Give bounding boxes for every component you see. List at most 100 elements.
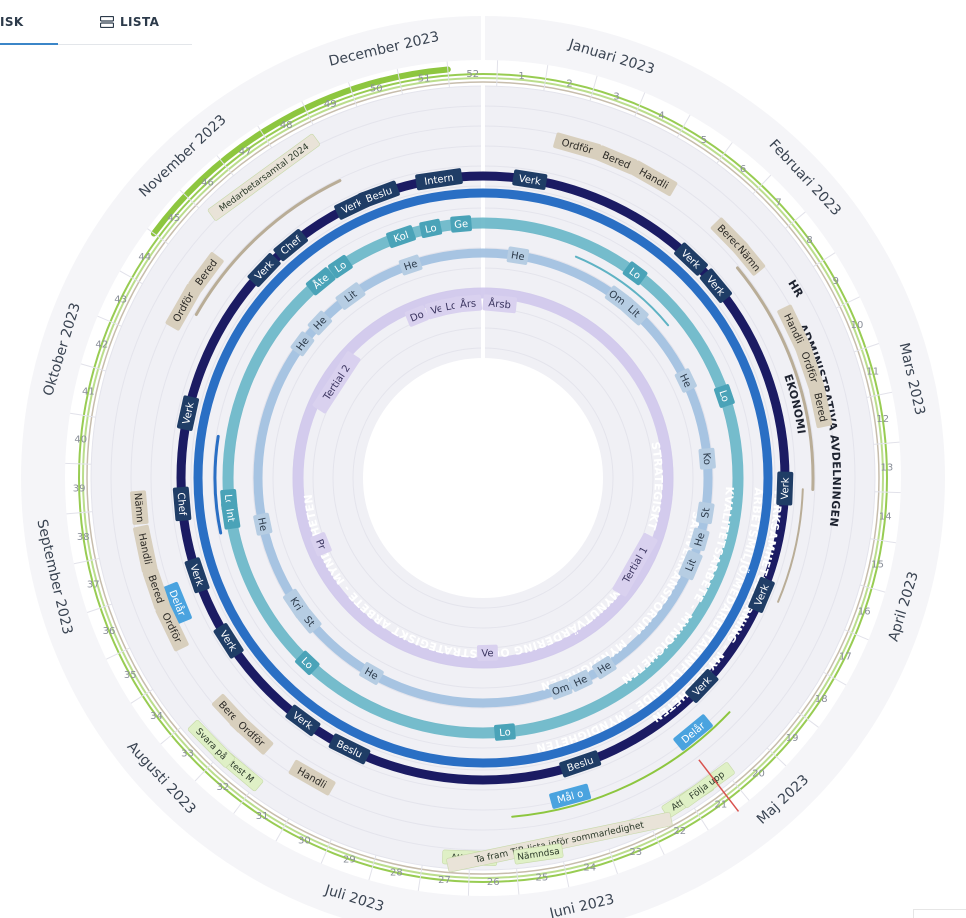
wheel-event[interactable]: Åte [305, 266, 336, 296]
week-number: 22 [673, 826, 686, 837]
wheel-event[interactable]: Mål o [549, 783, 592, 809]
event-pill [283, 588, 310, 619]
week-tick [823, 671, 847, 686]
event-pill [328, 254, 353, 279]
week-number: 42 [95, 339, 108, 350]
wheel-event[interactable]: Ge [450, 215, 472, 233]
wheel-event[interactable]: Ko [698, 447, 716, 470]
week-tick [320, 839, 332, 864]
wheel-events[interactable]: OrdförBeredHandliBeredNämnHandliOrdförBe… [130, 132, 833, 809]
event-label: Lo [716, 389, 730, 403]
wheel-event[interactable]: Lit [678, 549, 703, 581]
event-pill [619, 296, 649, 326]
wheel-event[interactable]: Nämn [130, 490, 149, 525]
week-number: 38 [77, 532, 90, 543]
event-pill [494, 723, 516, 741]
activity-ring [222, 217, 744, 739]
tab-list[interactable]: LISTA [58, 0, 159, 43]
event-label: He [255, 517, 269, 533]
event-pill [328, 733, 371, 765]
wheel-event[interactable]: He [568, 669, 594, 692]
wheel-event[interactable]: Lit [335, 282, 366, 311]
wheel-event[interactable]: Verk [176, 395, 200, 431]
week-number: 16 [858, 607, 871, 618]
event-label: Lo [424, 223, 438, 236]
week-number: 17 [839, 652, 852, 663]
wheel-event[interactable]: St [696, 501, 715, 525]
wheel-event[interactable]: Chef [172, 486, 192, 522]
week-number: 43 [114, 294, 127, 305]
view-tabs: ISK LISTA [0, 0, 192, 45]
week-number: 36 [103, 626, 116, 637]
week-tick [66, 511, 93, 515]
wheel-event[interactable]: Verk [184, 557, 210, 594]
wheel-event[interactable]: Årsb [482, 294, 518, 314]
wheel-event[interactable]: Verk [748, 576, 776, 613]
event-pill [622, 261, 648, 286]
outer-event-pill [513, 843, 564, 865]
activity-rings [78, 66, 888, 883]
event-pill [549, 783, 592, 809]
tab-list-label: LISTA [120, 14, 160, 29]
week-tick [160, 727, 182, 745]
event-label: He [572, 674, 589, 690]
wheel-event[interactable]: Verk [512, 169, 548, 190]
wheel-event[interactable]: Bered [809, 386, 833, 429]
event-pill [696, 501, 715, 525]
wheel-event[interactable]: Ve [476, 644, 499, 662]
outer-event-pill [678, 762, 735, 808]
wheel-event[interactable]: Beslu [559, 750, 602, 778]
event-label: St [700, 507, 712, 519]
week-tick [73, 558, 100, 565]
wheel-event[interactable]: Intern [415, 168, 463, 191]
week-tick [874, 491, 901, 494]
week-tick [516, 868, 520, 895]
wheel-event[interactable]: Verk [776, 471, 794, 506]
wheel-event[interactable]: Lo [494, 723, 516, 741]
wheel-event[interactable]: Lo [419, 218, 443, 238]
wheel-event[interactable]: He [674, 368, 697, 394]
week-number: 29 [343, 854, 356, 865]
week-tick [467, 869, 470, 896]
wheel-event[interactable]: Lit [619, 296, 650, 326]
week-tick [417, 865, 423, 891]
wheel-event[interactable]: Do [404, 305, 429, 328]
wheel-event[interactable]: He [290, 331, 315, 357]
week-tick [844, 629, 869, 641]
event-pill [312, 351, 361, 414]
wheel-event[interactable]: Lo [327, 254, 353, 279]
wheel-event[interactable]: Lo [294, 650, 320, 676]
wheel-event[interactable]: Års [453, 294, 483, 313]
week-tick [752, 174, 772, 195]
wheel-event[interactable]: He [591, 655, 617, 680]
event-pill [359, 662, 384, 685]
wheel-event[interactable]: He [253, 512, 273, 536]
wheel-event[interactable]: He [398, 254, 423, 276]
wheel-event[interactable]: He [307, 310, 333, 336]
wheel-event[interactable]: Int [221, 500, 241, 530]
wheel-event[interactable]: He [359, 661, 385, 685]
wheel-event[interactable]: He [689, 527, 710, 552]
week-tick [257, 125, 273, 149]
event-pill [450, 215, 472, 233]
week-number: 6 [740, 164, 746, 175]
event-pill [290, 331, 315, 357]
wheel-event[interactable]: Lo [622, 261, 648, 286]
outer-event[interactable]: Nämndsa [513, 843, 564, 865]
activity-arc [736, 266, 815, 491]
week-number: 25 [536, 873, 549, 884]
event-label: Do [409, 309, 426, 324]
week-tick [652, 830, 665, 855]
wheel-event[interactable]: Om [548, 678, 573, 700]
tab-visual[interactable]: ISK [0, 0, 58, 45]
wheel-event[interactable]: Lo [713, 384, 735, 409]
outer-event-pill [207, 133, 320, 221]
wheel-event[interactable]: Kol [386, 225, 417, 249]
week-number: 23 [629, 847, 642, 858]
wheel-event[interactable]: Pr [310, 532, 333, 557]
wheel-event[interactable]: He [506, 246, 530, 265]
event-label: Års [459, 296, 476, 310]
wheel-event[interactable]: Handli [133, 524, 158, 573]
wheel-event[interactable]: Kri [282, 588, 310, 619]
